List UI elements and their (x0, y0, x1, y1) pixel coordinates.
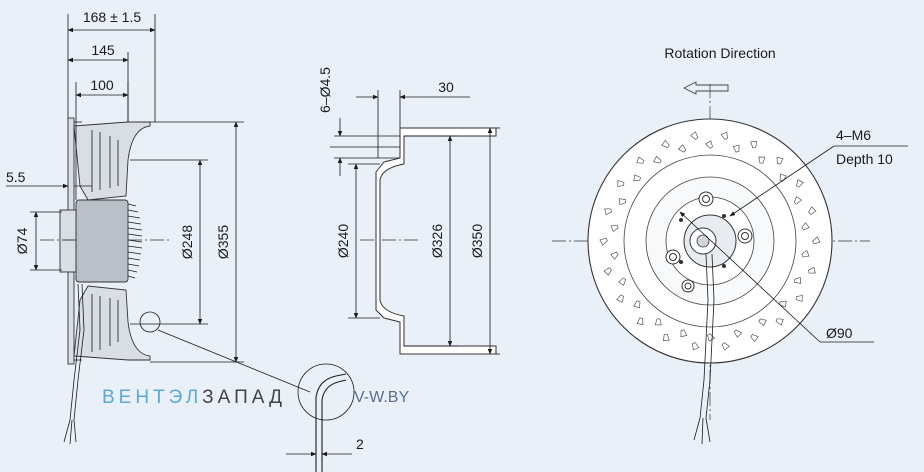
blade-slot (610, 224, 619, 233)
blade-slot (775, 318, 784, 326)
front-view: Rotation Direction 4–M6 Depth 10 Ø90 (552, 45, 908, 445)
motor-hub (59, 209, 77, 273)
blade-slot (750, 334, 759, 343)
blade-slot (636, 317, 644, 326)
blade-slot (721, 342, 730, 351)
blade-slot (801, 249, 810, 258)
inlet-ring-profile (375, 127, 497, 355)
blade-slot (653, 155, 662, 164)
dim-5-5: 5.5 (6, 169, 26, 185)
impeller-lower (73, 285, 151, 361)
blade-slots (599, 131, 821, 351)
blade-slot (690, 131, 699, 140)
blade-slot (618, 277, 627, 286)
blade-slot (733, 329, 743, 338)
blade-slot (680, 329, 688, 338)
shaft (696, 234, 710, 248)
dim-d355: Ø355 (215, 225, 231, 259)
blade-slot (677, 144, 687, 153)
impeller-upper (73, 121, 151, 201)
blade-slot (661, 139, 670, 148)
detail-magnified-circle (297, 363, 355, 421)
blade-slot (720, 131, 728, 140)
side-view: 168 ± 1.5 145 100 5.5 Ø74 Ø248 Ø355 (6, 9, 311, 445)
watermark-brand: ВЕНТЭЛЗАПАД (102, 387, 286, 408)
watermark-part1: ВЕНТЭЛ (102, 387, 202, 408)
blade-slot (599, 237, 608, 246)
watermark-part2: ЗАПАД (202, 387, 286, 408)
blade-slot (808, 206, 817, 215)
dim-d326: Ø326 (429, 224, 445, 258)
blade-slot (812, 236, 821, 245)
blade-slot (750, 140, 758, 149)
blade-slot (758, 156, 766, 164)
blade-slot (692, 342, 700, 351)
blade-slot (776, 156, 784, 165)
blade-slot (662, 333, 670, 342)
watermark: ВЕНТЭЛЗАПАД V-W.BY (102, 387, 409, 408)
blade-slot (633, 300, 641, 309)
blade-slot (795, 295, 803, 302)
dim-d248: Ø248 (179, 225, 195, 259)
inlet-ring-view: 6–Ø4.5 30 Ø240 Ø326 Ø350 (317, 67, 500, 355)
blade-slot (793, 276, 802, 284)
thread-label: 4–M6 (836, 127, 871, 143)
blade-slot (633, 174, 641, 182)
depth-label: Depth 10 (836, 151, 893, 167)
blade-slot (604, 208, 612, 216)
dim-d90: Ø90 (826, 325, 853, 341)
watermark-site: V-W.BY (354, 389, 409, 406)
detail-sheet-profile (315, 373, 347, 472)
detail-circle (139, 311, 161, 333)
blade-slot (618, 198, 627, 206)
blade-slot (758, 318, 767, 327)
blade-slot (796, 179, 804, 188)
detail-view: 2 (286, 363, 364, 472)
blade-slot (610, 251, 619, 260)
dim-overall-depth: 168 ± 1.5 (83, 9, 141, 25)
dim-holes: 6–Ø4.5 (317, 67, 333, 113)
blade-slot (779, 173, 787, 182)
dim-d240: Ø240 (335, 224, 351, 258)
dim-100: 100 (90, 77, 114, 93)
blade-slot (732, 144, 740, 153)
blade-slot (616, 294, 624, 303)
blade-slot (654, 318, 662, 326)
blade-slot (603, 267, 612, 276)
blade-slot (707, 333, 715, 342)
rotation-arrow-icon (682, 81, 729, 95)
front-cable (699, 253, 715, 419)
dim-145: 145 (91, 42, 115, 58)
blade-slot (636, 156, 645, 164)
motor-body (75, 199, 129, 283)
dim-d350: Ø350 (469, 224, 485, 258)
dim-30: 30 (438, 79, 454, 95)
cable (69, 283, 85, 421)
blade-slot (793, 196, 802, 205)
blade-slot (617, 180, 625, 187)
rotor-fins (127, 203, 143, 279)
dim-2: 2 (356, 436, 364, 452)
dim-d74: Ø74 (14, 228, 30, 255)
rotation-direction-label: Rotation Direction (664, 45, 775, 61)
blade-slot (801, 222, 810, 231)
blade-slot (808, 266, 816, 274)
blade-slot (705, 140, 713, 149)
